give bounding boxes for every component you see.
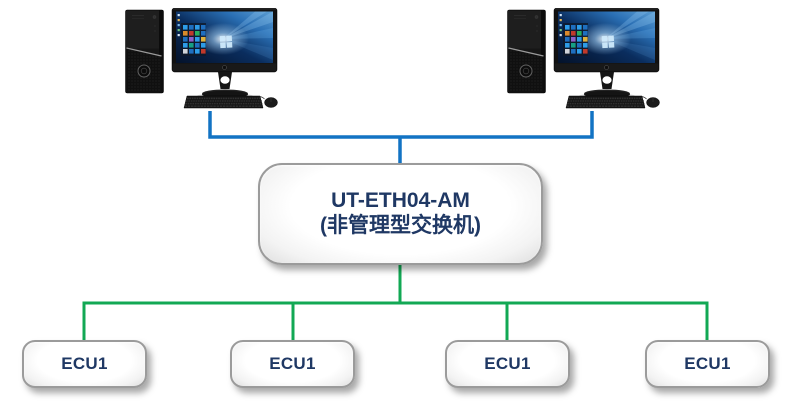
ecu-node-2: ECU1 (230, 340, 355, 388)
start-menu-tiles (563, 23, 588, 56)
dell-logo-icon (604, 65, 609, 70)
switch-type-label: (非管理型交换机) (320, 214, 481, 238)
keyboard-icon (183, 95, 264, 109)
windows-logo-icon (601, 35, 615, 49)
monitor-icon (553, 8, 660, 99)
monitor-icon (171, 8, 278, 99)
dell-logo-icon (137, 64, 151, 78)
monitor-stand (584, 72, 630, 99)
desktop-tower-icon (507, 9, 546, 94)
dell-logo-icon (519, 64, 533, 78)
windows-logo-icon (219, 35, 233, 49)
ecu-label: ECU1 (61, 354, 108, 373)
desktop-icons (177, 14, 180, 37)
desktop-pc-icon (507, 8, 660, 109)
windows-wallpaper (558, 11, 655, 63)
ecu-label: ECU1 (269, 354, 316, 373)
keyboard-icon (565, 95, 646, 109)
uplink-lines-blue (208, 111, 594, 164)
ecu-node-3: ECU1 (445, 340, 570, 388)
start-menu-tiles (181, 23, 206, 56)
mouse-icon (639, 96, 660, 108)
monitor-stand (202, 72, 248, 99)
windows-wallpaper (176, 11, 273, 63)
ecu-node-4: ECU1 (645, 340, 770, 388)
desktop-tower-icon (125, 9, 164, 94)
ecu-label: ECU1 (484, 354, 531, 373)
switch-node: UT-ETH04-AM (非管理型交换机) (258, 163, 543, 265)
desktop-icons (559, 14, 562, 37)
switch-model-label: UT-ETH04-AM (331, 189, 470, 213)
workstation-left (125, 8, 278, 110)
workstation-right (507, 8, 660, 110)
mouse-icon (257, 96, 278, 108)
ecu-node-1: ECU1 (22, 340, 147, 388)
ecu-label: ECU1 (684, 354, 731, 373)
dell-logo-icon (222, 65, 227, 70)
downlink-lines-green (82, 262, 709, 340)
desktop-pc-icon (125, 8, 278, 109)
